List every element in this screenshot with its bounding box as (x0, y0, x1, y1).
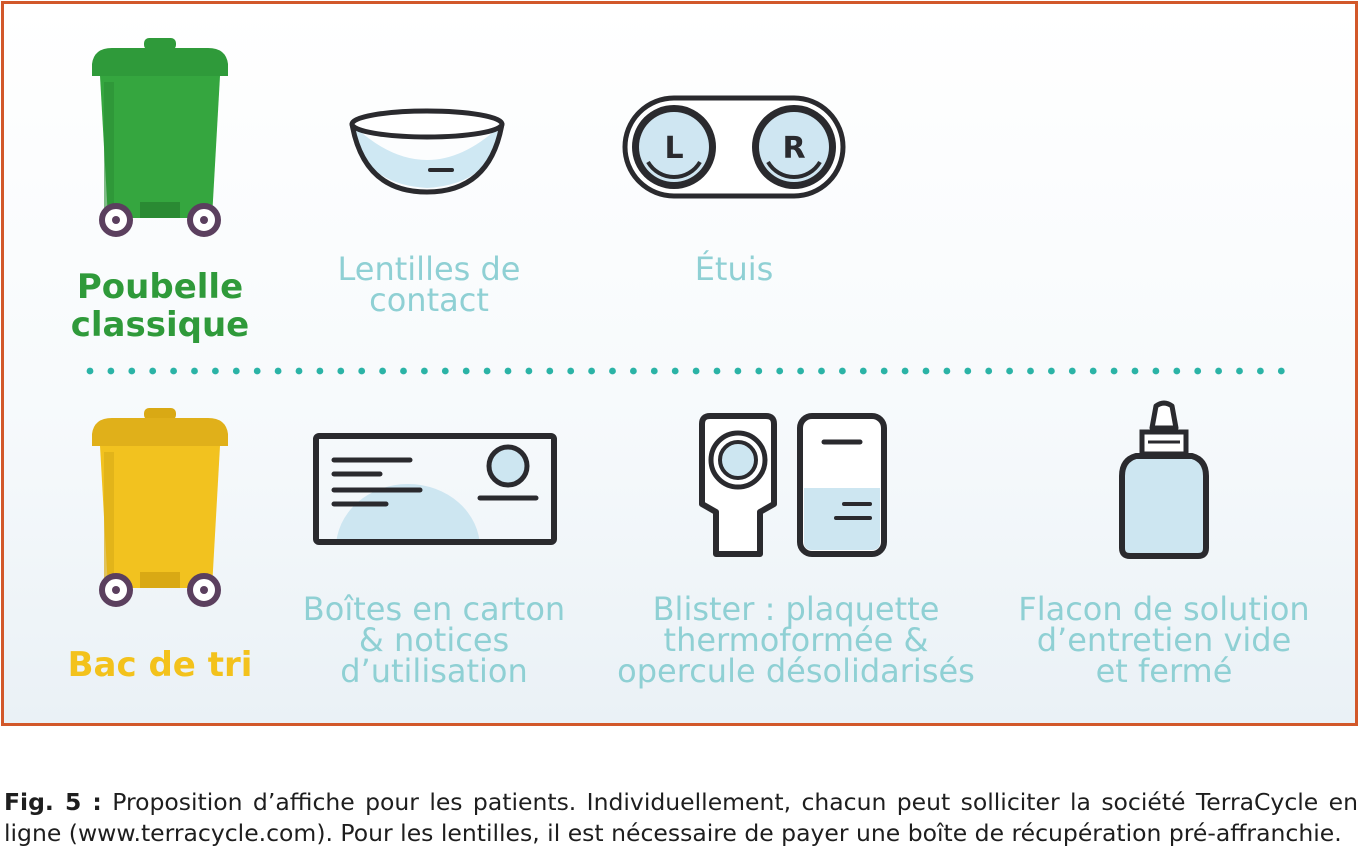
divider-dot (839, 367, 846, 375)
divider-dot (546, 367, 554, 375)
divider-dot (1194, 367, 1202, 375)
divider-dot (859, 367, 867, 375)
blister-label-line2: thermoformée & (663, 621, 929, 659)
divider-dot (504, 367, 512, 375)
divider-dot (441, 367, 449, 375)
lens-case-label-line1: Étuis (694, 250, 774, 288)
divider-dot (1089, 367, 1097, 375)
figure-caption: Fig. 5 : Proposition d’affiche pour les … (4, 787, 1358, 849)
divider-dot (1236, 367, 1243, 375)
divider-dot (1277, 367, 1285, 375)
divider-dot (128, 367, 136, 375)
divider-dot (1215, 367, 1222, 375)
divider-dot (943, 367, 951, 375)
lens-case-label: Étuis (624, 250, 844, 288)
divider-dot (901, 367, 909, 375)
divider-dot (922, 367, 930, 375)
divider-dot (400, 367, 407, 375)
divider-dot (964, 367, 972, 375)
divider-dot (358, 367, 366, 375)
divider-dot (1173, 367, 1181, 375)
divider-dot (755, 367, 763, 375)
divider-dot (1027, 367, 1034, 375)
divider-dot (421, 367, 428, 375)
carton-box-label-line1: Boîtes en carton (302, 590, 566, 628)
divider-dot (107, 367, 115, 375)
divider-dot (692, 367, 700, 375)
divider-dot (776, 367, 784, 375)
divider-dot (1068, 367, 1076, 375)
divider-dot (985, 367, 993, 375)
divider-dot (588, 367, 595, 375)
lens-case-icon: L R (622, 95, 846, 199)
divider-dot (1006, 367, 1013, 375)
divider-dot (567, 367, 575, 375)
divider-dot (316, 367, 324, 375)
divider-dot (734, 367, 742, 375)
case-right-letter: R (782, 131, 805, 166)
divider-dot (1048, 367, 1055, 375)
dotted-divider (86, 367, 1285, 375)
figure-label: Fig. 5 : (4, 787, 102, 816)
general-bin-label: Poubelle classique (50, 268, 270, 344)
divider-dot (149, 367, 157, 375)
contact-lens-icon (349, 108, 505, 195)
divider-dot (1131, 367, 1139, 375)
recycling-bin-label: Bac de tri (50, 646, 270, 684)
divider-dot (880, 367, 888, 375)
divider-dot (650, 367, 658, 375)
contact-lens-label-line2: contact (369, 281, 489, 319)
solution-bottle-label: Flacon de solution d’entretien vide et f… (994, 590, 1334, 690)
divider-dot (379, 367, 386, 375)
divider-dot (462, 367, 470, 375)
blister-icon (699, 413, 887, 557)
divider-dot (337, 367, 345, 375)
solution-bottle-label-line3: et fermé (1095, 652, 1233, 690)
divider-dot (295, 367, 303, 375)
green-trash-bin-icon (92, 38, 228, 237)
divider-dot (713, 367, 721, 375)
divider-dot (1152, 367, 1160, 375)
divider-dot (797, 367, 804, 375)
general-bin-label-line1: Poubelle (76, 267, 244, 307)
divider-dot (483, 367, 491, 375)
figure-caption-text: Proposition d’affiche pour les patients.… (4, 787, 1358, 847)
divider-dot (818, 367, 825, 375)
contact-lens-label: Lentilles de contact (294, 250, 564, 319)
divider-dot (609, 367, 616, 375)
divider-dot (1257, 367, 1264, 375)
divider-dot (253, 367, 261, 375)
blister-label: Blister : plaquette thermoformée & operc… (596, 590, 996, 690)
divider-dot (191, 367, 198, 375)
contact-lens-label-line1: Lentilles de (337, 250, 521, 288)
divider-dot (671, 367, 679, 375)
recycling-poster: Poubelle classique Lentilles de contact … (1, 1, 1358, 726)
divider-dot (86, 367, 94, 375)
carton-box-label-line2: & notices (358, 621, 510, 659)
divider-dot (232, 367, 240, 375)
solution-bottle-icon (1119, 400, 1209, 559)
divider-dot (170, 367, 177, 375)
solution-bottle-label-line2: d’entretien vide (1036, 621, 1292, 659)
divider-dot (1110, 367, 1118, 375)
carton-box-label: Boîtes en carton & notices d’utilisation (274, 590, 594, 690)
blister-label-line1: Blister : plaquette (652, 590, 940, 628)
divider-dot (212, 367, 219, 375)
general-bin-label-line2: classique (70, 305, 250, 345)
recycling-bin-label-line1: Bac de tri (67, 645, 253, 685)
divider-dot (630, 367, 637, 375)
divider-dot (274, 367, 282, 375)
case-left-letter: L (664, 131, 683, 166)
carton-box-icon (313, 433, 557, 545)
carton-box-label-line3: d’utilisation (340, 652, 528, 690)
solution-bottle-label-line1: Flacon de solution (1018, 590, 1310, 628)
blister-label-line3: opercule désolidarisés (617, 652, 975, 690)
yellow-recycling-bin-icon (92, 408, 228, 607)
divider-dot (525, 367, 533, 375)
